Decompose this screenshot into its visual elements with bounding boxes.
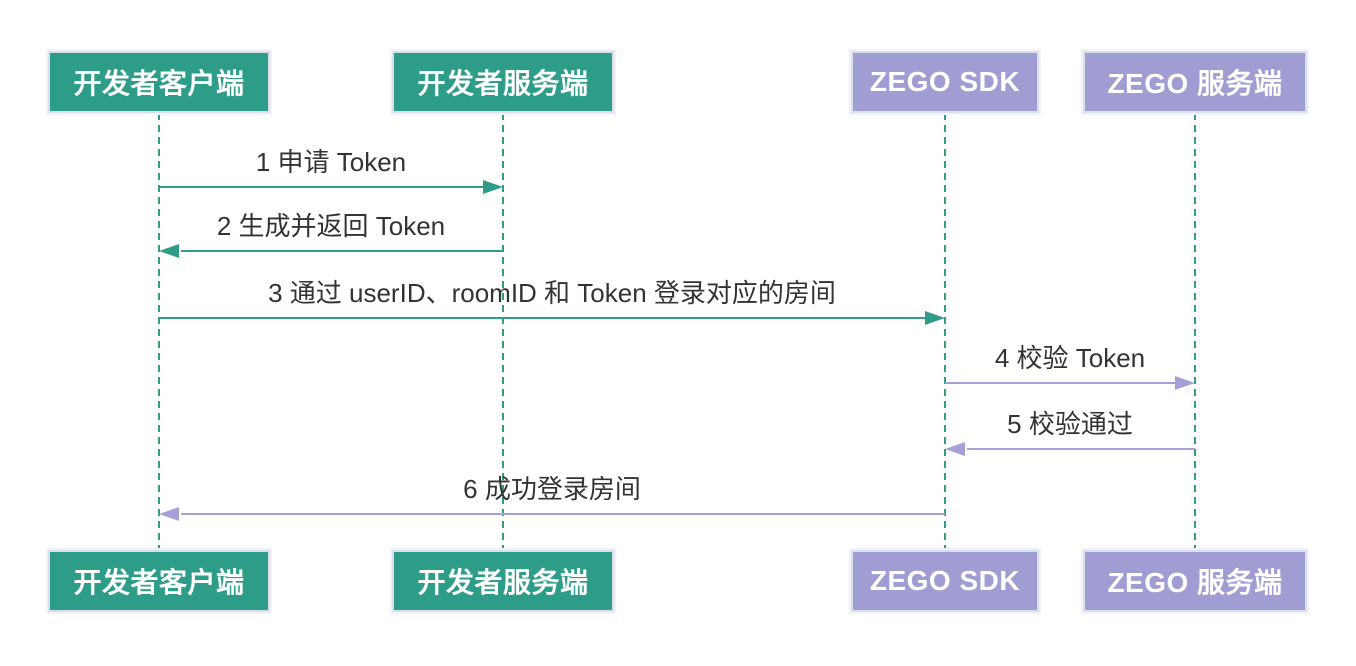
- message-2-arrowhead-icon: [159, 244, 179, 258]
- actor-top-dev-server: 开发者服务端: [392, 51, 614, 113]
- actor-bottom-dev-client: 开发者客户端: [48, 550, 270, 612]
- message-4-arrowhead-icon: [1175, 376, 1195, 390]
- lifeline-zego-sdk: [944, 113, 946, 550]
- actor-top-zego-server: ZEGO 服务端: [1083, 51, 1307, 113]
- message-5-arrow-line: [967, 448, 1195, 450]
- message-1-label: 1 申请 Token: [255, 147, 407, 177]
- actor-bottom-dev-server: 开发者服务端: [392, 550, 614, 612]
- message-3-arrow-line: [159, 317, 925, 319]
- message-1-arrowhead-icon: [483, 180, 503, 194]
- message-3-arrowhead-icon: [925, 311, 945, 325]
- message-2-arrow-line: [181, 250, 503, 252]
- message-3-label: 3 通过 userID、roomID 和 Token 登录对应的房间: [268, 278, 836, 308]
- message-5-arrowhead-icon: [945, 442, 965, 456]
- message-6-arrow-line: [181, 513, 945, 515]
- lifeline-dev-server: [502, 113, 504, 550]
- actor-bottom-zego-server: ZEGO 服务端: [1083, 550, 1307, 612]
- message-1-arrow-line: [159, 186, 483, 188]
- message-2-label: 2 生成并返回 Token: [216, 211, 446, 241]
- lifeline-dev-client: [158, 113, 160, 550]
- message-6-label: 6 成功登录房间: [463, 474, 641, 504]
- message-4-label: 4 校验 Token: [994, 343, 1146, 373]
- message-4-arrow-line: [945, 382, 1175, 384]
- actor-top-dev-client: 开发者客户端: [48, 51, 270, 113]
- actor-top-zego-sdk: ZEGO SDK: [851, 51, 1039, 113]
- lifeline-zego-server: [1194, 113, 1196, 550]
- message-6-arrowhead-icon: [159, 507, 179, 521]
- message-5-label: 5 校验通过: [1007, 409, 1133, 439]
- actor-bottom-zego-sdk: ZEGO SDK: [851, 550, 1039, 612]
